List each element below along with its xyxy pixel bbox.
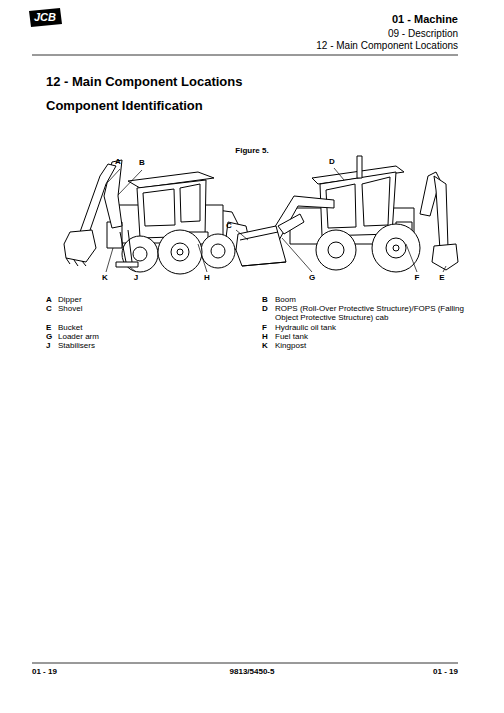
bucket-rear (64, 230, 96, 262)
section-header: 09 - Description (388, 28, 458, 40)
key-text: Shovel (58, 304, 82, 313)
dipper (80, 164, 116, 236)
key-text: Boom (275, 295, 296, 304)
dipper-front (434, 176, 448, 250)
document-number: 9813/5450-5 (230, 667, 275, 676)
callout-letter: F (415, 273, 420, 282)
key-letter: F (262, 323, 267, 332)
backhoe-loader-rear (64, 160, 250, 274)
key-letter: G (46, 332, 52, 341)
key-text: Hydraulic oil tank (275, 323, 336, 332)
bucket (432, 244, 458, 270)
header-rule (32, 55, 458, 56)
key-letter: B (262, 295, 268, 304)
callout-letter: J (134, 273, 138, 282)
exhaust (357, 156, 362, 178)
key-letter: K (262, 341, 268, 350)
callout-letter: G (309, 273, 315, 282)
section-title: 12 - Main Component Locations (46, 75, 242, 90)
page-number: 01 - 19 (433, 667, 458, 676)
topic-header: 12 - Main Component Locations (316, 40, 458, 52)
key-text: Kingpost (275, 341, 306, 350)
callout-letter: E (439, 273, 444, 282)
key-letter: E (46, 323, 51, 332)
backhoe-loader-front (236, 156, 458, 272)
callout-letter: A (115, 157, 121, 166)
stabiliser-foot (116, 262, 138, 267)
key-letter: D (262, 304, 268, 313)
key-letter: H (262, 332, 268, 341)
key-letter: A (46, 295, 52, 304)
callout-letter: K (102, 273, 108, 282)
chapter-header: 01 - Machine (392, 13, 458, 26)
subsection-title: Component Identification (46, 99, 203, 114)
key-text: ROPS (Roll-Over Protective Structure)/FO… (275, 304, 465, 322)
stabiliser-leg (120, 230, 132, 262)
callout-letter: B (139, 158, 145, 167)
jcb-logo (29, 8, 62, 27)
callout-letter: C (226, 221, 232, 230)
cab (137, 180, 206, 238)
key-text: Fuel tank (275, 332, 308, 341)
page-number: 01 - 19 (32, 667, 57, 676)
callout-letter: H (204, 273, 210, 282)
key-text: Dipper (58, 295, 82, 304)
logo-text: JCB (34, 11, 56, 24)
callout-letter: D (329, 157, 335, 166)
key-letter: J (46, 341, 50, 350)
key-text: Bucket (58, 323, 82, 332)
key-letter: C (46, 304, 52, 313)
key-text: Stabilisers (58, 341, 95, 350)
footer-rule (32, 663, 458, 664)
figure-caption: Figure 5. (235, 146, 268, 155)
key-text: Loader arm (58, 332, 99, 341)
shovel (236, 226, 286, 266)
cab-window (143, 189, 175, 226)
cab-window (180, 184, 200, 222)
leader-lines (106, 168, 446, 272)
